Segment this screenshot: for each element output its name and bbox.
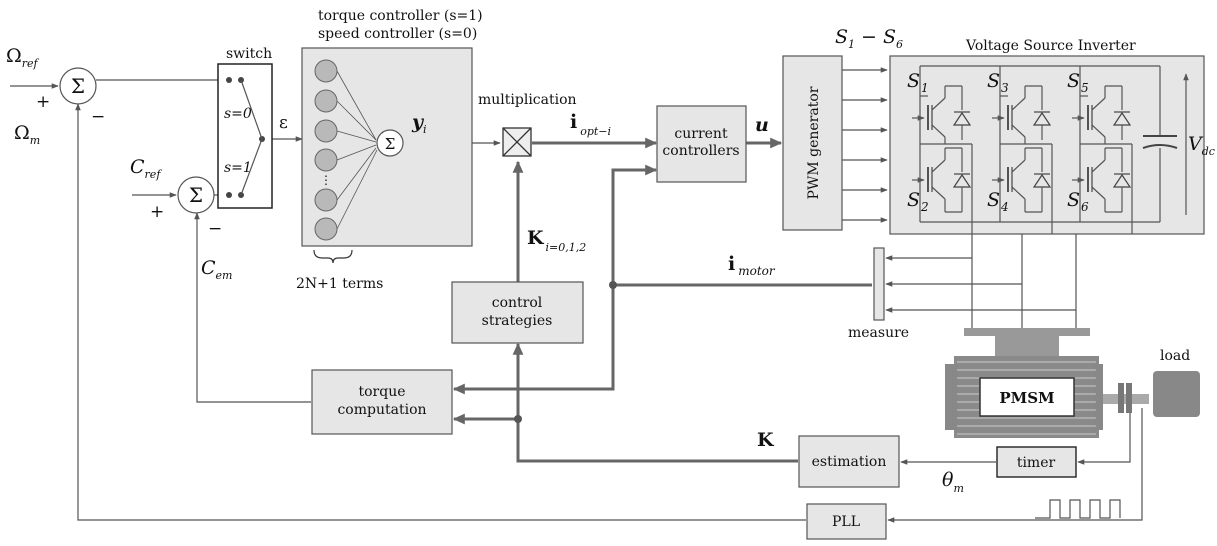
speed-summer: Σ [59,67,97,105]
svg-text:K: K [757,429,775,451]
measure-label: measure [848,325,909,341]
torque-computation-block [311,369,453,435]
svg-text:Ωref: Ωref [6,45,40,70]
svg-text:Vdc: Vdc [1188,133,1215,158]
svg-text:Cref: Cref [130,156,162,181]
control-strategies-label-2: strategies [482,313,553,329]
load-label: load [1160,348,1190,364]
timer-block [996,446,1077,478]
torque-computation-label-2: computation [337,402,426,418]
svg-text:S1−S6: S1−S6 [835,26,903,51]
terms-brace [313,249,353,264]
voltage-source-inverter [889,55,1205,234]
torque-summer: Σ [177,176,215,214]
pmsm-label: PMSM [999,389,1054,407]
measure-block [873,247,885,321]
pwm-generator-block [782,55,843,231]
svg-text:Σ: Σ [385,135,396,153]
svg-text:ε: ε [279,113,288,133]
pulse-signal-icon [1035,499,1121,519]
mode-switch [217,63,273,209]
switch-label: switch [226,46,272,62]
s1-label: s=1 [224,160,252,176]
pll-label: PLL [832,514,860,530]
terms-label: 2N+1 terms [296,276,383,292]
vsi-title: Voltage Source Inverter [965,38,1136,54]
thick-signal-lines [452,137,872,463]
pwm-generator-label: PWM generator [806,86,822,199]
nn-title-2: speed controller (s=0) [318,26,477,42]
svg-text:Σ: Σ [189,183,203,207]
torque-computation-label-1: torque [358,384,405,400]
multiplication-block [502,127,532,157]
svg-text:Σ: Σ [71,74,85,98]
neural-controller-block: ⋮ Σ [301,47,473,247]
current-controllers-label-2: controllers [662,143,739,159]
svg-text:u: u [755,114,769,136]
multiplication-label: multiplication [478,92,577,108]
control-strategies-block [451,281,584,344]
nn-title-1: torque controller (s=1) [318,8,483,24]
current-controllers-label-1: current [674,126,728,142]
pll-block [806,503,887,540]
timer-label: timer [1017,455,1056,471]
svg-text:−: − [208,219,222,239]
svg-text:Ωm: Ωm [14,122,40,147]
svg-text:Ki=0,1,2: Ki=0,1,2 [527,227,586,254]
estimation-label: estimation [812,454,887,470]
s0-label: s=0 [224,106,252,122]
estimation-block [798,435,900,488]
svg-text:+: + [36,92,50,112]
svg-text:θm: θm [942,469,964,495]
svg-text:Cem: Cem [201,257,233,282]
current-controllers-block [656,105,747,183]
svg-text:−: − [91,107,105,127]
svg-text:+: + [150,202,164,222]
pmsm-motor [945,328,1200,438]
control-strategies-label-1: control [492,295,543,311]
svg-text:yi: yi [411,111,427,136]
svg-text:⋮: ⋮ [320,173,332,187]
